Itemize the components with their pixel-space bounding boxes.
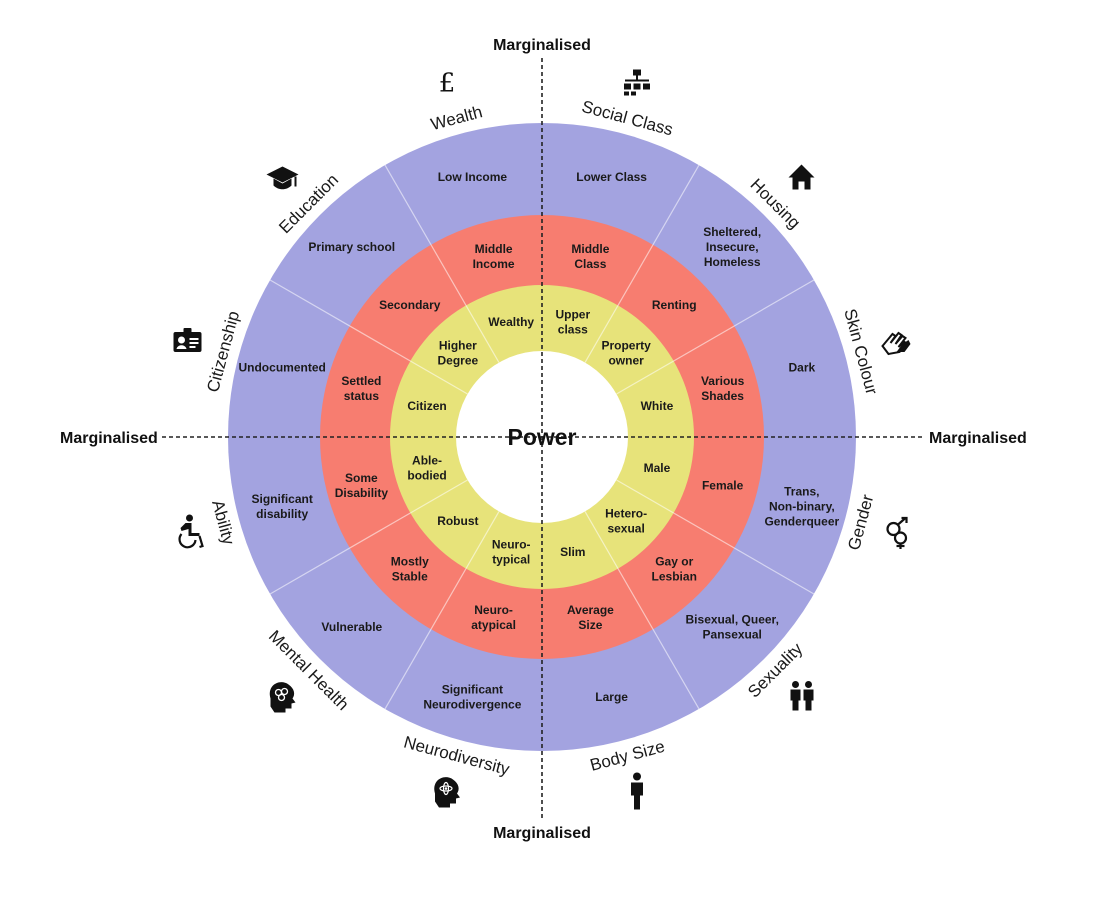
segment-label-housing-outer: Sheltered,Insecure,Homeless <box>703 225 761 269</box>
segment-label-gender-outer: Trans,Non-binary,Genderqueer <box>764 485 839 529</box>
segment-label-skin-colour-outer: Dark <box>788 360 815 374</box>
sector-divider <box>616 479 815 595</box>
segment-label-neurodiversity-middle: Neuro-atypical <box>471 603 516 632</box>
sector-divider <box>616 279 815 395</box>
sector-divider <box>384 164 500 363</box>
segment-label-citizenship-power: Citizen <box>407 399 446 413</box>
segment-label-wealth-outer: Low Income <box>438 170 508 184</box>
svg-text:£: £ <box>439 69 456 99</box>
segment-label-citizenship-outer: Undocumented <box>238 360 325 374</box>
segment-label-body-size-power: Slim <box>560 545 585 559</box>
org-chart-icon <box>624 69 650 96</box>
segment-label-ability-power: Able-bodied <box>407 453 446 482</box>
id-card-icon <box>173 328 202 352</box>
hands-icon <box>881 331 911 356</box>
segment-label-skin-colour-power: White <box>641 399 674 413</box>
axis-label-right: Marginalised <box>929 430 1027 447</box>
person-icon <box>631 772 643 810</box>
house-icon <box>788 164 815 190</box>
pound-icon: £ <box>439 69 456 99</box>
axis-label-top: Marginalised <box>493 37 591 54</box>
segment-label-sexuality-power: Hetero-sexual <box>605 507 647 536</box>
segment-label-sexuality-outer: Bisexual, Queer,Pansexual <box>686 613 779 642</box>
sector-divider <box>269 479 468 595</box>
center-label-power: Power <box>507 424 576 450</box>
segment-label-social-class-outer: Lower Class <box>576 170 647 184</box>
category-icons: £ <box>173 69 911 810</box>
wheelchair-icon <box>178 514 204 549</box>
segment-label-education-outer: Primary school <box>308 240 395 254</box>
sector-divider <box>384 511 500 710</box>
category-label-wealth: Wealth <box>429 102 485 134</box>
segment-label-gender-middle: Female <box>702 478 744 492</box>
segment-label-body-size-outer: Large <box>595 690 628 704</box>
brain-head-icon <box>269 682 296 713</box>
atom-head-icon <box>434 777 460 808</box>
axis-label-left: Marginalised <box>60 430 158 447</box>
segment-label-mental-health-power: Robust <box>437 514 478 528</box>
sector-divider <box>269 279 468 395</box>
segment-label-housing-middle: Renting <box>652 298 697 312</box>
couple-icon <box>790 681 814 711</box>
segment-label-mental-health-outer: Vulnerable <box>321 620 382 634</box>
marginalised-axes: Marginalised Marginalised Marginalised M… <box>60 37 1027 842</box>
segment-label-education-middle: Secondary <box>379 298 441 312</box>
graduation-cap-icon <box>266 166 299 190</box>
sector-dividers <box>269 164 815 710</box>
segment-label-neurodiversity-power: Neuro-typical <box>492 537 531 566</box>
category-label-ability: Ability <box>208 498 238 547</box>
axis-label-bottom: Marginalised <box>493 825 591 842</box>
segment-label-gender-power: Male <box>644 461 671 475</box>
sector-divider <box>584 511 700 710</box>
sector-divider <box>584 164 700 363</box>
segment-label-wealth-power: Wealthy <box>488 315 534 329</box>
gender-icon <box>886 516 908 549</box>
